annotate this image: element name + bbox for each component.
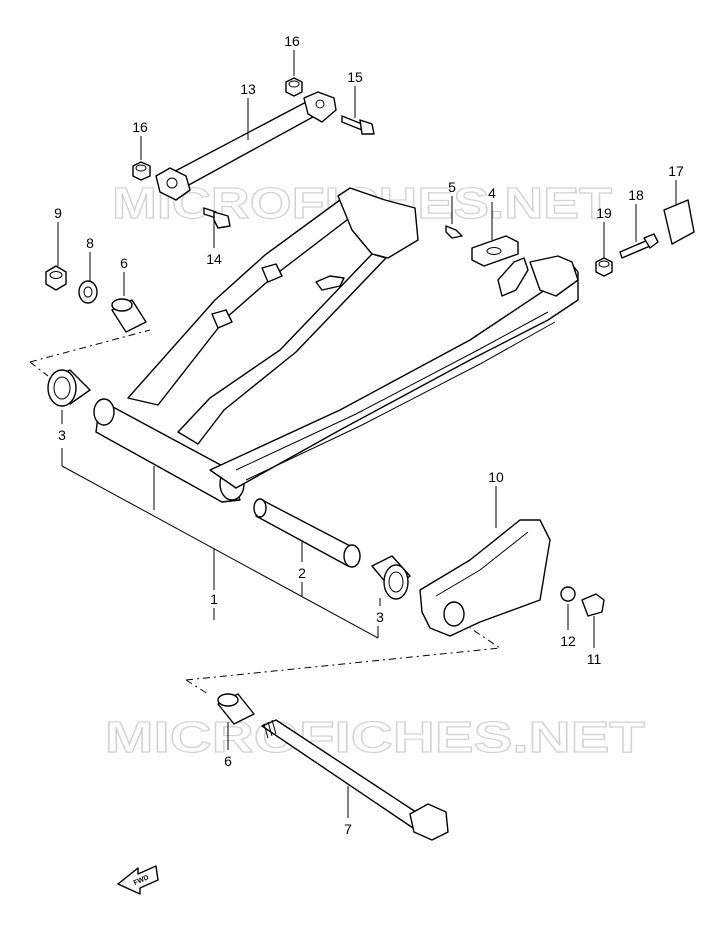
callout-10: 10 [488, 469, 504, 485]
part-3-bearing-left [47, 369, 91, 407]
callout-3-left: 3 [58, 427, 66, 443]
part-16-nut-left [132, 161, 151, 181]
callout-9: 9 [54, 205, 62, 221]
part-14-bolt [203, 207, 231, 229]
callout-16-left: 16 [132, 119, 148, 135]
callout-13: 13 [240, 81, 256, 97]
callout-2: 2 [298, 565, 306, 581]
part-6-bushing-lower [217, 693, 255, 725]
callout-15: 15 [347, 69, 363, 85]
fwd-direction-arrow: FWD [117, 865, 159, 895]
leader-lines [29, 50, 677, 818]
part-12-collar [560, 586, 576, 602]
part-18-bolt [619, 233, 659, 259]
callout-19: 19 [596, 205, 612, 221]
callout-1: 1 [210, 591, 218, 607]
callout-7: 7 [344, 821, 352, 837]
part-11-bolt [581, 593, 605, 617]
part-15-bolt [341, 115, 375, 135]
part-8-washer [78, 280, 98, 304]
callout-3-right: 3 [376, 609, 384, 625]
part-10-chain-guard [419, 519, 551, 637]
watermark-bottom: MICROFICHES.NET [105, 713, 645, 762]
part-5-bolt [445, 225, 463, 239]
callout-18: 18 [628, 187, 644, 203]
part-1-swingarm [93, 187, 579, 503]
callout-5: 5 [448, 179, 456, 195]
part-9-nut [45, 265, 67, 291]
callout-14: 14 [206, 251, 222, 267]
callout-labels: 16 15 13 16 17 5 4 18 19 9 8 14 6 3 10 2… [54, 33, 684, 837]
callout-12: 12 [560, 633, 576, 649]
callout-16-top: 16 [284, 33, 300, 49]
callout-6-top: 6 [120, 255, 128, 271]
callout-17: 17 [668, 163, 684, 179]
callout-4: 4 [488, 185, 496, 201]
callout-11: 11 [587, 651, 602, 667]
part-6-bushing-upper [111, 298, 147, 333]
callout-6-bottom: 6 [224, 753, 232, 769]
part-3-bearing-right [371, 555, 411, 600]
part-2-spacer [253, 498, 361, 568]
part-7-pivot-shaft [261, 719, 449, 841]
callout-8: 8 [86, 235, 94, 251]
part-16-nut-top [285, 77, 303, 97]
part-4-plate [471, 235, 519, 267]
part-17-cover [663, 199, 695, 245]
part-13-torque-rod [155, 91, 337, 201]
part-19-nut [595, 257, 613, 277]
